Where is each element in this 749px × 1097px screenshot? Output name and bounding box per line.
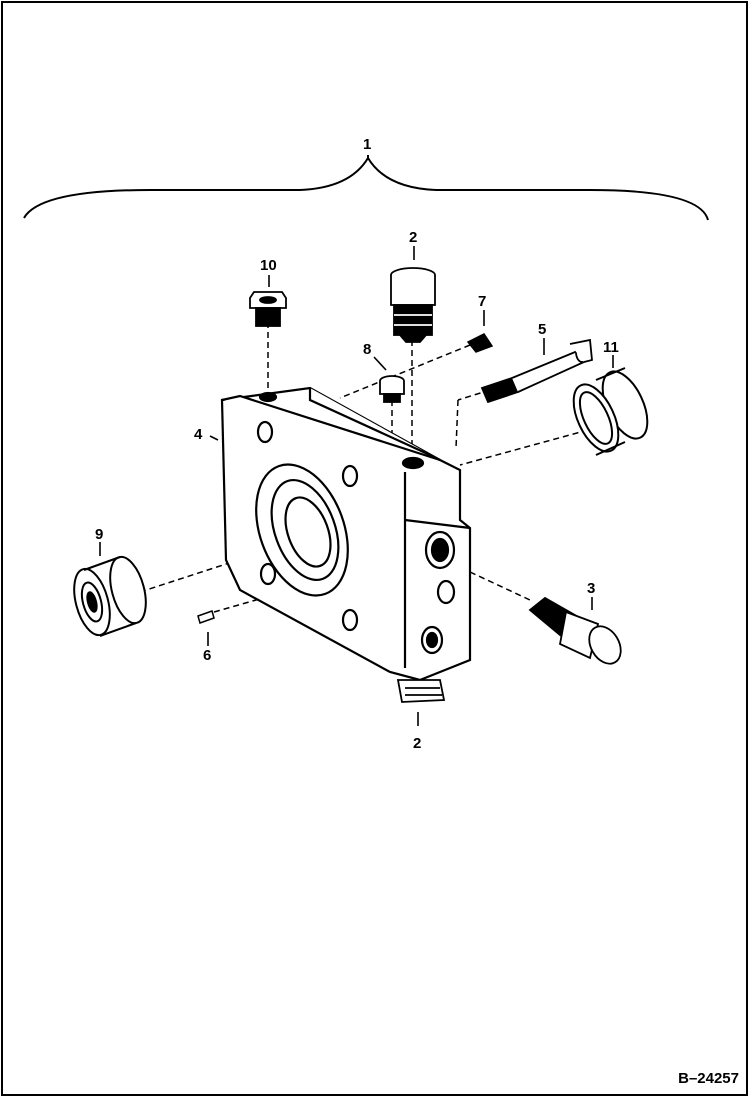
callout-4: 4 [194, 426, 203, 443]
housing-part [220, 386, 472, 682]
cartridge-bottom-part [396, 679, 446, 703]
cartridge-top-part [390, 267, 436, 343]
bearing-part [73, 555, 147, 637]
callout-1: 1 [363, 136, 372, 153]
callout-5: 5 [538, 321, 547, 338]
seal-ring-part [572, 367, 649, 456]
spool-part [480, 338, 593, 404]
relief-valve-part [528, 596, 622, 665]
leader-lines [99, 246, 614, 726]
callout-2-top: 2 [409, 229, 418, 246]
plug-top-left-part [249, 291, 287, 327]
callout-2-bottom: 2 [413, 735, 422, 752]
plug-small-part [466, 333, 494, 353]
dowel-pin-part [197, 610, 215, 624]
callout-10: 10 [260, 257, 277, 274]
assembly-brace [23, 156, 709, 221]
callout-9: 9 [95, 526, 104, 543]
callout-7: 7 [478, 293, 487, 310]
plug-top-part [379, 375, 405, 403]
callout-3: 3 [587, 580, 596, 597]
callout-11: 11 [603, 339, 619, 356]
figure-id: B–24257 [678, 1070, 739, 1087]
callout-6: 6 [203, 647, 212, 664]
callout-8: 8 [363, 341, 372, 358]
